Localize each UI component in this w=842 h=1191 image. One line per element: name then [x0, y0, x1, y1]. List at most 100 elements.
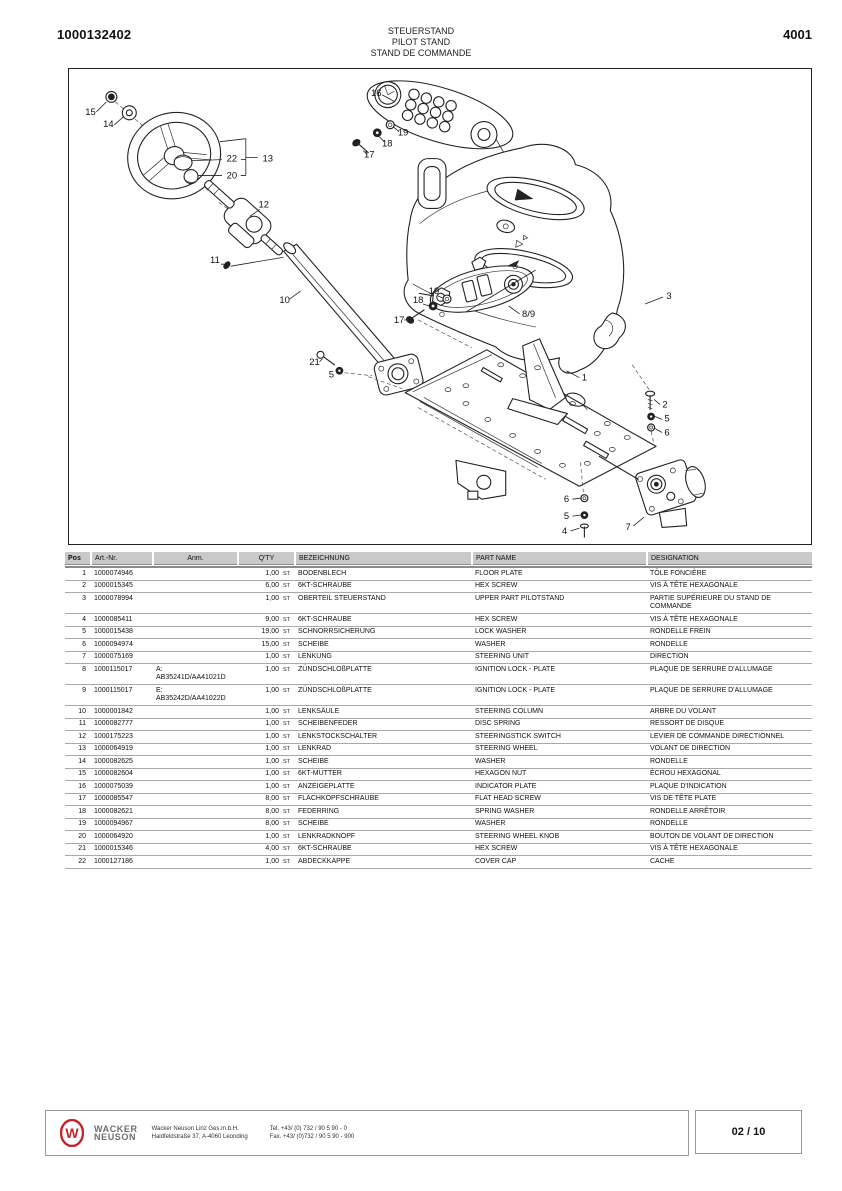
parts-table: Pos Art.-Nr. Anm. Q'TY BEZEICHNUNG PART … [65, 552, 812, 869]
lock-washer-5c-drawing [572, 511, 589, 520]
cell-anm [153, 830, 238, 844]
qty-value: 1,00 [265, 686, 279, 694]
washer-6b-drawing [572, 494, 589, 503]
cell-artnr: 1000085411 [91, 613, 153, 627]
cell-partname: STEERING UNIT [472, 651, 647, 664]
qty-value: 6,00 [265, 582, 279, 589]
cell-qty: 15,00 ST [238, 638, 295, 652]
diagram-part-number: 15 [85, 107, 96, 118]
cell-artnr: 1000064919 [91, 743, 153, 756]
cell-artnr: 1000127186 [91, 855, 153, 869]
cell-partname: STEERING WHEEL KNOB [472, 830, 647, 844]
washer-19-drawing [385, 120, 400, 133]
cell-bezeichnung: ABDECKKAPPE [295, 855, 472, 869]
cell-artnr: 1000015346 [91, 843, 153, 856]
cell-anm [153, 638, 238, 652]
diagram-part-number: 18 [413, 295, 424, 306]
cell-designation: VIS À TÊTE HEXAGONALE [647, 613, 812, 627]
qty-value: 1,00 [265, 594, 279, 602]
qty-value: 9,00 [265, 615, 279, 623]
cell-designation: ARBRE DU VOLANT [647, 705, 812, 719]
cell-anm [153, 780, 238, 794]
cell-anm [153, 843, 238, 856]
hex-nut-15-drawing [96, 90, 118, 113]
cell-partname: IGNITION LOCK - PLATE [472, 663, 647, 685]
svg-text:W: W [65, 1125, 79, 1141]
qty-unit: ST [283, 641, 291, 648]
cell-partname: SPRING WASHER [472, 805, 647, 819]
diagram-part-number: 8/9 [522, 309, 535, 320]
cell-pos: 15 [65, 768, 91, 781]
contact-numbers: Tel. +43/ (0) 732 / 90 5 90 - 0 Fax. +43… [270, 1125, 355, 1141]
cell-artnr: 1000001842 [91, 705, 153, 719]
cell-artnr: 1000085547 [91, 793, 153, 806]
cell-artnr: 1000094967 [91, 818, 153, 831]
diagram-part-number: 16 [371, 88, 382, 99]
cell-pos: 22 [65, 855, 91, 869]
cell-bezeichnung: 6KT-SCHRAUBE [295, 843, 472, 856]
washer-14-drawing [114, 105, 137, 126]
cell-pos: 17 [65, 793, 91, 806]
cell-bezeichnung: FEDERRING [295, 805, 472, 819]
diagram-part-number: 13 [262, 154, 273, 165]
washer-19b-drawing [437, 294, 452, 304]
cell-anm [153, 818, 238, 831]
indicator-plate-drawing [366, 80, 514, 150]
qty-unit: ST [283, 708, 291, 715]
qty-value: 1,00 [265, 745, 279, 752]
cell-designation: BOUTON DE VOLANT DE DIRECTION [647, 830, 812, 844]
qty-value: 8,00 [265, 820, 279, 827]
title-english: PILOT STAND [391, 37, 451, 47]
cell-artnr: 1000078994 [91, 592, 153, 614]
cell-partname: DISC SPRING [472, 718, 647, 731]
cell-artnr: 1000064920 [91, 830, 153, 844]
diagram-part-number: 6 [564, 494, 569, 505]
cell-partname: IGNITION LOCK - PLATE [472, 684, 647, 706]
qty-value: 15,00 [261, 640, 279, 648]
diagram-part-number: 5 [329, 370, 334, 381]
cell-anm [153, 805, 238, 819]
diagram-part-number: 17 [394, 315, 405, 326]
fax: Fax. +43/ (0)732 / 90 5 90 - 900 [269, 1134, 355, 1140]
wacker-neuson-logo-icon: W [60, 1119, 84, 1147]
cell-bezeichnung: FLACHKOPFSCHRAUBE [295, 793, 472, 806]
qty-value: 1,00 [265, 653, 279, 660]
qty-value: 1,00 [265, 732, 279, 740]
cell-designation: PARTIE SUPÉRIEURE DU STAND DE COMMANDE [647, 592, 812, 614]
qty-value: 1,00 [265, 770, 279, 777]
col-header-qty: Q'TY [238, 552, 296, 565]
cell-designation: RONDELLE [647, 818, 812, 831]
cell-anm [153, 626, 238, 639]
col-header-bezeichnung: BEZEICHNUNG [295, 552, 473, 565]
cell-anm [153, 651, 238, 664]
qty-unit: ST [283, 666, 291, 673]
cell-designation: VOLANT DE DIRECTION [647, 743, 812, 756]
cell-pos: 8 [65, 663, 91, 685]
lock-washer-5-drawing [335, 366, 373, 377]
cell-anm [153, 768, 238, 781]
col-header-pos: Pos [65, 552, 92, 565]
diagram-part-number: 5 [664, 414, 669, 425]
diagram-part-number: 22 [227, 154, 238, 165]
upper-pilot-stand-drawing [403, 143, 664, 374]
cell-pos: 16 [65, 780, 91, 794]
cell-bezeichnung: 6KT-SCHRAUBE [295, 613, 472, 627]
qty-unit: ST [283, 846, 291, 852]
cell-anm [153, 743, 238, 756]
cell-bezeichnung: OBERTEIL STEUERSTAND [295, 592, 472, 614]
cell-artnr: 1000015345 [91, 580, 153, 593]
document-number: 1000132402 [57, 27, 132, 42]
cell-partname: HEX SCREW [472, 843, 647, 856]
page-number: 02 / 10 [731, 1126, 766, 1138]
